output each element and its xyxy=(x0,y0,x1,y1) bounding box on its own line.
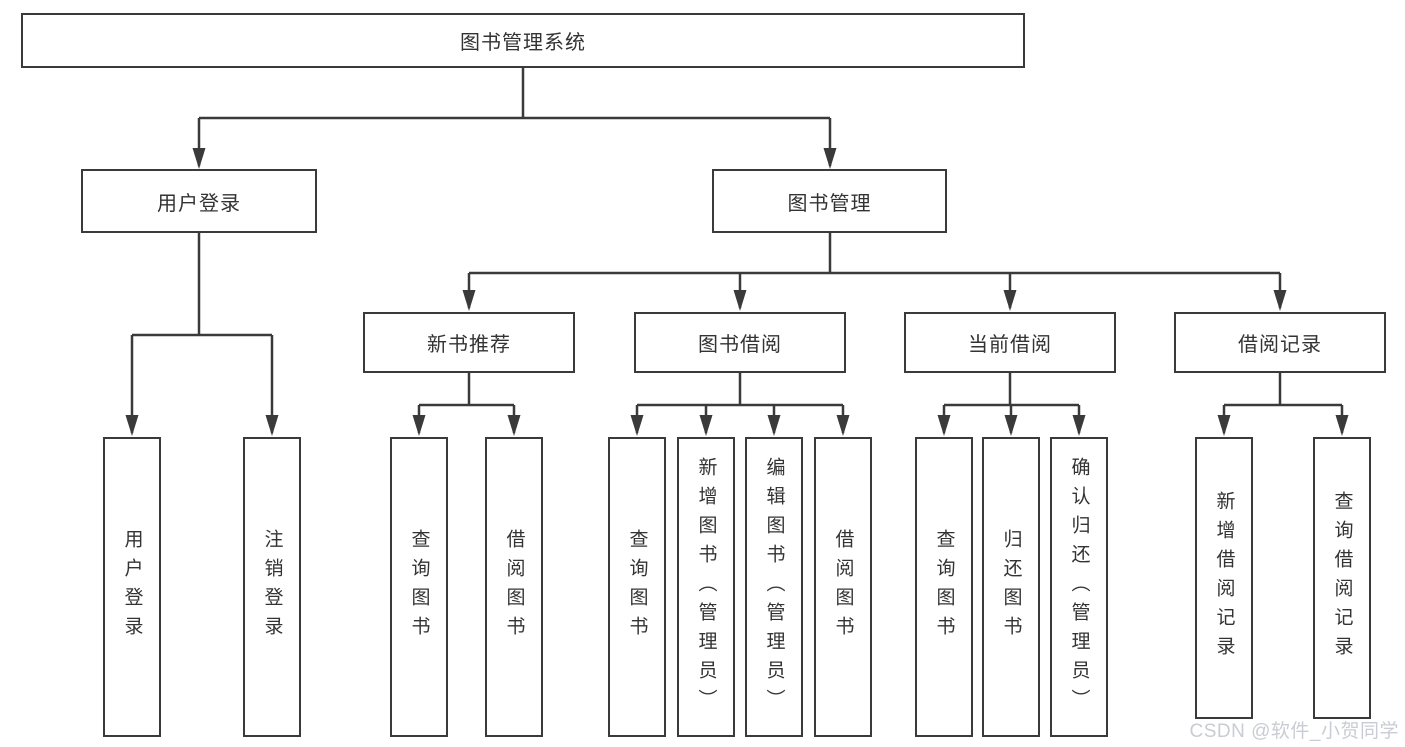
node-label: 新书推荐 xyxy=(427,334,511,356)
node-book-borrowing: 图书借阅 xyxy=(634,312,846,373)
leaf-label: 新增图书（管理员） xyxy=(695,456,717,718)
leaf-records-query-borrow-record: 查询借阅记录 xyxy=(1313,437,1371,719)
node-label: 借阅记录 xyxy=(1238,334,1322,356)
leaf-recommend-query-books: 查询图书 xyxy=(390,437,448,737)
leaf-label: 查询图书 xyxy=(626,529,648,645)
leaf-label: 查询借阅记录 xyxy=(1331,491,1353,665)
leaf-records-add-borrow-record: 新增借阅记录 xyxy=(1195,437,1253,719)
leaf-current-return-books: 归还图书 xyxy=(982,437,1040,737)
leaf-borrowing-query-books: 查询图书 xyxy=(608,437,666,737)
leaf-label: 用户登录 xyxy=(121,529,143,645)
node-label: 图书管理 xyxy=(787,192,872,215)
node-label: 用户登录 xyxy=(157,192,241,215)
node-book-management: 图书管理 xyxy=(712,169,947,233)
leaf-borrowing-add-books-admin: 新增图书（管理员） xyxy=(677,437,735,737)
connector-lines xyxy=(130,68,1344,433)
leaf-label: 查询图书 xyxy=(933,529,955,645)
node-label: 当前借阅 xyxy=(968,334,1052,356)
leaf-user-login: 用户登录 xyxy=(103,437,161,737)
leaf-label: 确认归还（管理员） xyxy=(1068,456,1090,718)
leaf-recommend-borrow-books: 借阅图书 xyxy=(485,437,543,737)
leaf-label: 查询图书 xyxy=(408,529,430,645)
leaf-label: 新增借阅记录 xyxy=(1213,491,1235,665)
node-root-library-system: 图书管理系统 xyxy=(21,13,1025,68)
node-label: 图书管理系统 xyxy=(460,32,586,54)
leaf-label: 注销登录 xyxy=(261,529,283,645)
leaf-logout: 注销登录 xyxy=(243,437,301,737)
csdn-watermark: CSDN @软件_小贺同学 xyxy=(1189,721,1399,742)
node-new-book-recommend: 新书推荐 xyxy=(363,312,575,373)
leaf-borrowing-edit-books-admin: 编辑图书（管理员） xyxy=(745,437,803,737)
leaf-label: 归还图书 xyxy=(1000,529,1022,645)
node-current-borrowing: 当前借阅 xyxy=(904,312,1116,373)
node-user-login: 用户登录 xyxy=(81,169,317,233)
leaf-current-confirm-return-admin: 确认归还（管理员） xyxy=(1050,437,1108,737)
node-borrow-records: 借阅记录 xyxy=(1174,312,1386,373)
leaf-label: 借阅图书 xyxy=(503,529,525,645)
leaf-label: 借阅图书 xyxy=(832,529,854,645)
node-label: 图书借阅 xyxy=(698,334,782,356)
leaf-current-query-books: 查询图书 xyxy=(915,437,973,737)
leaf-label: 编辑图书（管理员） xyxy=(763,456,785,718)
leaf-borrowing-borrow-books: 借阅图书 xyxy=(814,437,872,737)
